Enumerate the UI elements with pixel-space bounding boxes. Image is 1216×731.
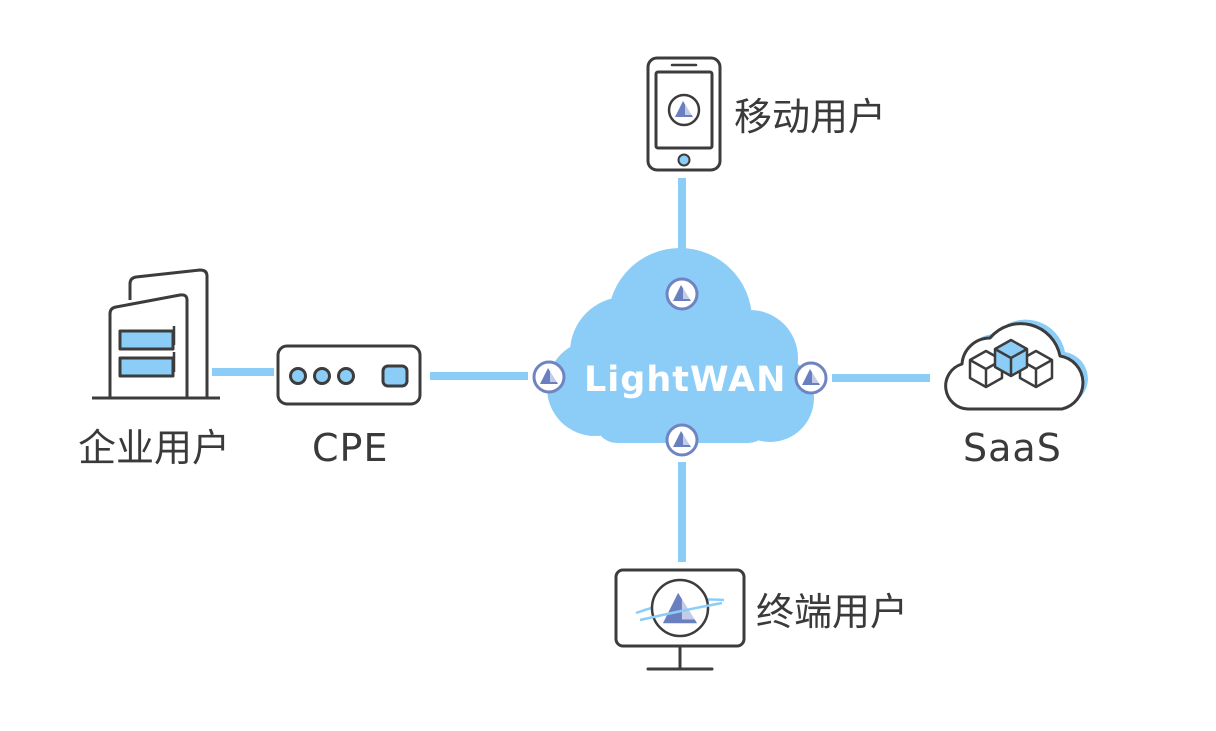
smartphone-icon bbox=[646, 56, 722, 172]
cloud-icon bbox=[547, 248, 814, 443]
monitor-icon bbox=[614, 568, 746, 671]
connection-point-right bbox=[794, 361, 828, 395]
saas-label: SaaS bbox=[963, 426, 1062, 470]
cpe-label: CPE bbox=[312, 426, 389, 470]
connection-point-bottom bbox=[665, 423, 699, 457]
terminal-user-label: 终端用户 bbox=[756, 590, 909, 634]
connection-point-top bbox=[665, 277, 699, 311]
enterprise-user-label: 企业用户 bbox=[78, 426, 231, 470]
cloud-cubes-icon bbox=[944, 319, 1088, 411]
building-icon bbox=[92, 268, 220, 400]
mobile-user-label: 移动用户 bbox=[734, 95, 887, 139]
cloud-label: LightWAN bbox=[584, 360, 787, 400]
connection-point-left bbox=[532, 360, 566, 394]
router-icon bbox=[276, 344, 422, 406]
